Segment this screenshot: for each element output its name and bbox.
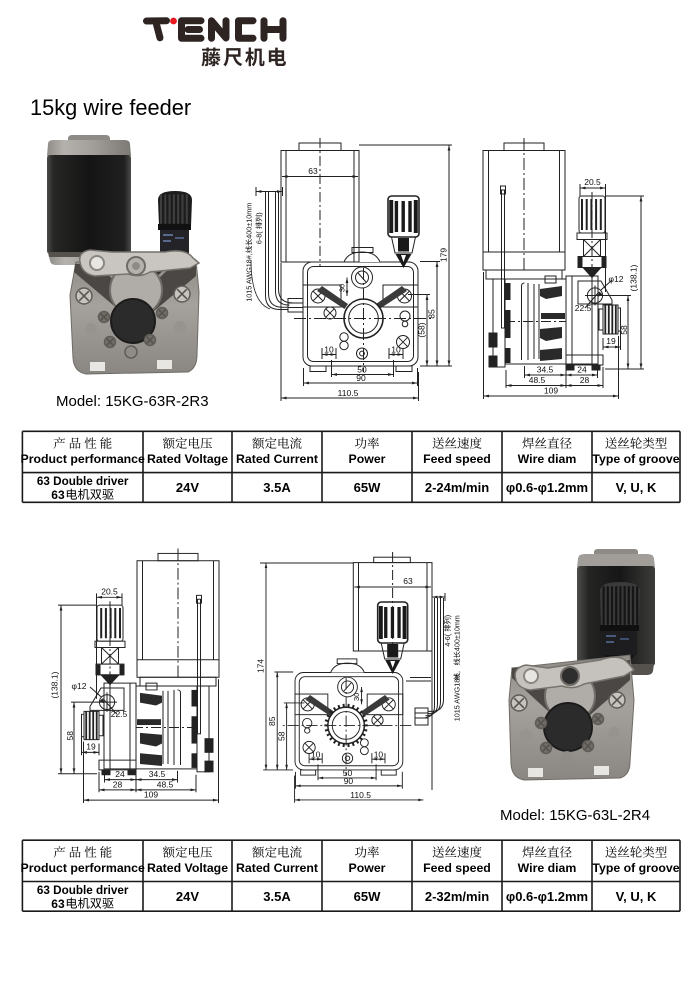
svg-text:85: 85: [427, 309, 437, 319]
svg-text:24: 24: [577, 365, 587, 375]
svg-text:22.5: 22.5: [111, 709, 128, 719]
svg-text:34.5: 34.5: [149, 769, 166, 779]
svg-text:10: 10: [324, 345, 334, 355]
svg-text:): ): [255, 212, 264, 214]
svg-text:58: 58: [65, 731, 75, 741]
svg-text:28: 28: [113, 779, 123, 789]
svg-text:20.5: 20.5: [584, 177, 601, 187]
svg-text:20.5: 20.5: [101, 586, 118, 596]
svg-text:19: 19: [606, 336, 616, 346]
svg-text:6-8(: 6-8(: [255, 231, 264, 244]
svg-text:109: 109: [144, 790, 158, 800]
svg-text:28: 28: [580, 375, 590, 385]
svg-text:400±10mm: 400±10mm: [453, 615, 462, 651]
svg-text:48.5: 48.5: [529, 375, 546, 385]
svg-text:34.5: 34.5: [537, 365, 554, 375]
svg-text:30: 30: [352, 693, 361, 701]
svg-text:110.5: 110.5: [338, 388, 359, 398]
svg-text:179: 179: [439, 248, 449, 262]
svg-text:30: 30: [338, 284, 347, 292]
svg-text:63: 63: [308, 166, 318, 176]
svg-text:(138.1): (138.1): [629, 264, 639, 291]
svg-text:10: 10: [391, 345, 401, 355]
svg-text:174: 174: [256, 659, 266, 673]
svg-text:22.5: 22.5: [575, 303, 592, 313]
svg-text:): ): [443, 615, 452, 617]
svg-text:90: 90: [356, 373, 366, 383]
svg-text:φ12: φ12: [72, 681, 87, 691]
svg-text:400±10mm: 400±10mm: [245, 203, 254, 239]
svg-text:(58): (58): [417, 322, 427, 337]
svg-text:φ12: φ12: [609, 274, 624, 284]
svg-text:(138.1): (138.1): [50, 671, 60, 698]
svg-text:58: 58: [619, 325, 629, 335]
svg-text:48.5: 48.5: [157, 779, 174, 789]
svg-text:50: 50: [357, 365, 367, 375]
svg-text:10: 10: [311, 749, 321, 759]
svg-text:63: 63: [403, 576, 413, 586]
svg-text:10: 10: [374, 749, 384, 759]
svg-text:1015 AWG18#: 1015 AWG18#: [453, 675, 462, 721]
svg-text:,: ,: [453, 671, 462, 673]
svg-text:58: 58: [276, 731, 286, 741]
svg-text:90: 90: [344, 776, 354, 786]
svg-text:19: 19: [86, 741, 96, 751]
svg-text:50: 50: [343, 768, 353, 778]
svg-text:24: 24: [115, 769, 125, 779]
svg-text:1015 AWG18#,: 1015 AWG18#,: [245, 253, 254, 301]
svg-text:4-6(: 4-6(: [443, 633, 452, 646]
svg-text:110.5: 110.5: [350, 790, 371, 800]
svg-text:85: 85: [267, 716, 277, 726]
svg-text:109: 109: [544, 386, 558, 396]
